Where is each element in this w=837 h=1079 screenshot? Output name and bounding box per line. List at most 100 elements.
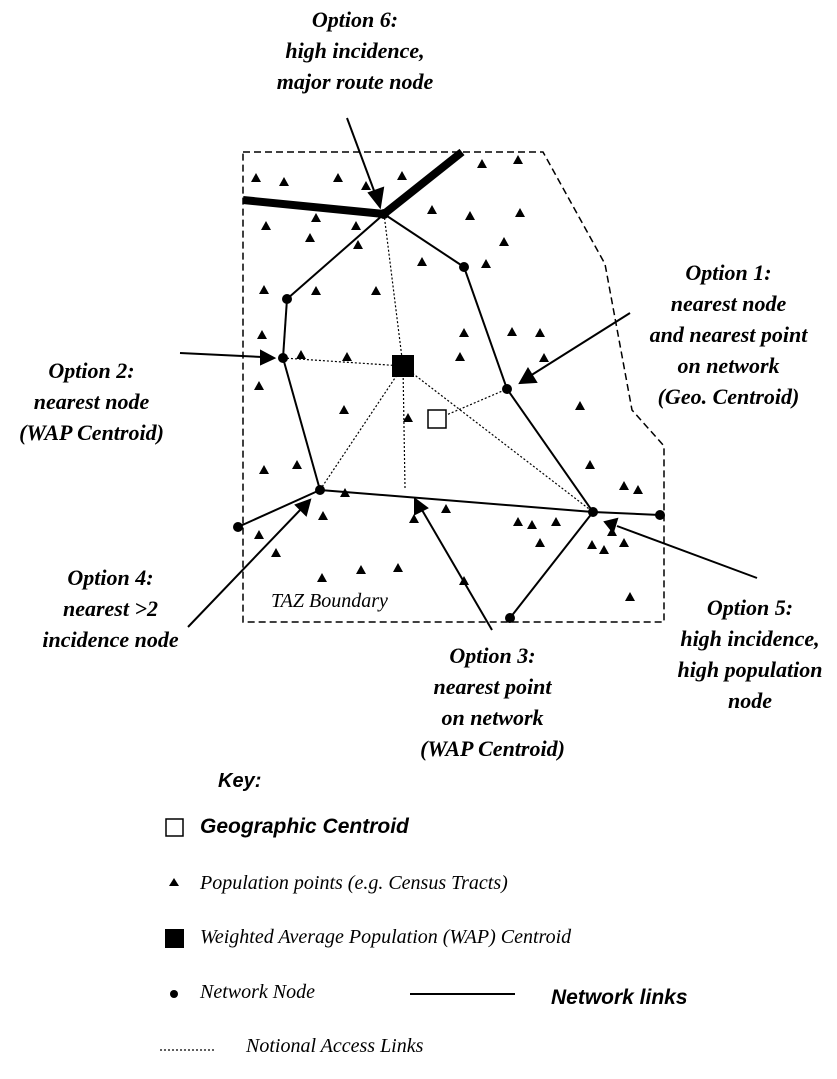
wap-centroid <box>392 355 414 377</box>
arrowhead <box>603 517 619 535</box>
population-point <box>353 240 363 249</box>
population-point <box>507 327 517 336</box>
population-point <box>261 221 271 230</box>
population-point <box>339 405 349 414</box>
population-point <box>371 286 381 295</box>
option6-title: Option 6: <box>311 7 399 32</box>
population-point <box>551 517 561 526</box>
arrowhead <box>294 498 312 517</box>
network-node <box>233 522 243 532</box>
access-link <box>319 365 404 491</box>
arrowhead <box>414 497 429 516</box>
arrows <box>179 117 758 631</box>
network-node <box>282 294 292 304</box>
population-point <box>499 237 509 246</box>
population-point <box>455 352 465 361</box>
network-link <box>286 213 385 300</box>
option4-line: incidence node <box>42 627 179 652</box>
access-link <box>383 213 404 367</box>
option4-line: nearest >2 <box>62 596 159 621</box>
population-point <box>292 460 302 469</box>
population-point <box>340 488 350 497</box>
network-node <box>379 209 389 219</box>
arrow-option6 <box>346 117 377 197</box>
taz-boundary <box>242 151 665 623</box>
population-point <box>587 540 597 549</box>
network-node <box>278 353 288 363</box>
taz-boundary-label: TAZ Boundary <box>271 590 388 612</box>
access-link <box>282 357 404 367</box>
population-point <box>257 330 267 339</box>
option1-line: and nearest point <box>649 322 808 347</box>
population-point <box>585 460 595 469</box>
population-point <box>333 173 343 182</box>
population-point <box>409 514 419 523</box>
option2-line: nearest node <box>33 389 150 414</box>
option1-line: on network <box>677 353 780 378</box>
population-point <box>259 285 269 294</box>
population-point <box>351 221 361 230</box>
key-label: Weighted Average Population (WAP) Centro… <box>200 926 572 948</box>
option1-line: (Geo. Centroid) <box>657 384 800 409</box>
network-node <box>655 510 665 520</box>
network-node <box>588 507 598 517</box>
network-link <box>506 388 594 513</box>
population-point <box>633 485 643 494</box>
option4-title: Option 4: <box>67 565 154 590</box>
option1-line: nearest node <box>670 291 787 316</box>
population-point <box>619 481 629 490</box>
arrow-option4 <box>187 507 303 628</box>
population-point <box>254 381 264 390</box>
population-point <box>481 259 491 268</box>
access-link-icon <box>160 1049 216 1051</box>
geographic-centroid-icon <box>165 818 184 837</box>
population-point <box>459 328 469 337</box>
option6-line: high incidence, <box>285 38 425 63</box>
triangle-icon <box>169 878 179 886</box>
wap-centroid-icon <box>165 929 184 948</box>
population-point <box>477 159 487 168</box>
population-point <box>311 213 321 222</box>
access-links <box>282 213 594 513</box>
population-point <box>311 286 321 295</box>
population-point <box>361 181 371 190</box>
population-point <box>527 520 537 529</box>
arrow-option3 <box>421 509 493 631</box>
population-point <box>441 504 451 513</box>
population-point <box>279 177 289 186</box>
option5-label: Option 5: high incidence, high populatio… <box>665 592 835 716</box>
population-point <box>513 155 523 164</box>
population-point <box>513 517 523 526</box>
node-icon <box>170 990 178 998</box>
access-link <box>402 365 406 489</box>
population-point <box>539 353 549 362</box>
network-link <box>592 511 661 516</box>
population-point <box>342 352 352 361</box>
population-point <box>427 205 437 214</box>
option5-line: node <box>728 688 772 713</box>
population-point <box>417 257 427 266</box>
network-link <box>282 357 321 491</box>
geographic-centroid <box>427 409 447 429</box>
network-node <box>315 485 325 495</box>
population-point <box>317 573 327 582</box>
arrow-option5 <box>616 525 758 579</box>
arrow-option2 <box>179 352 263 358</box>
option5-line: high population <box>677 657 823 682</box>
population-point <box>619 538 629 547</box>
network-node <box>505 613 515 623</box>
network-link <box>463 266 508 390</box>
option5-title: Option 5: <box>706 595 794 620</box>
population-point <box>318 511 328 520</box>
network-link <box>237 489 321 528</box>
network-link <box>509 511 594 619</box>
option2-label: Option 2: nearest node (WAP Centroid) <box>4 355 179 448</box>
option1-label: Option 1: nearest node and nearest point… <box>626 257 831 412</box>
network-node <box>459 262 469 272</box>
access-link <box>436 388 508 420</box>
population-point <box>393 563 403 572</box>
option2-title: Option 2: <box>48 358 135 383</box>
arrow-option1 <box>529 312 631 377</box>
population-point <box>625 592 635 601</box>
